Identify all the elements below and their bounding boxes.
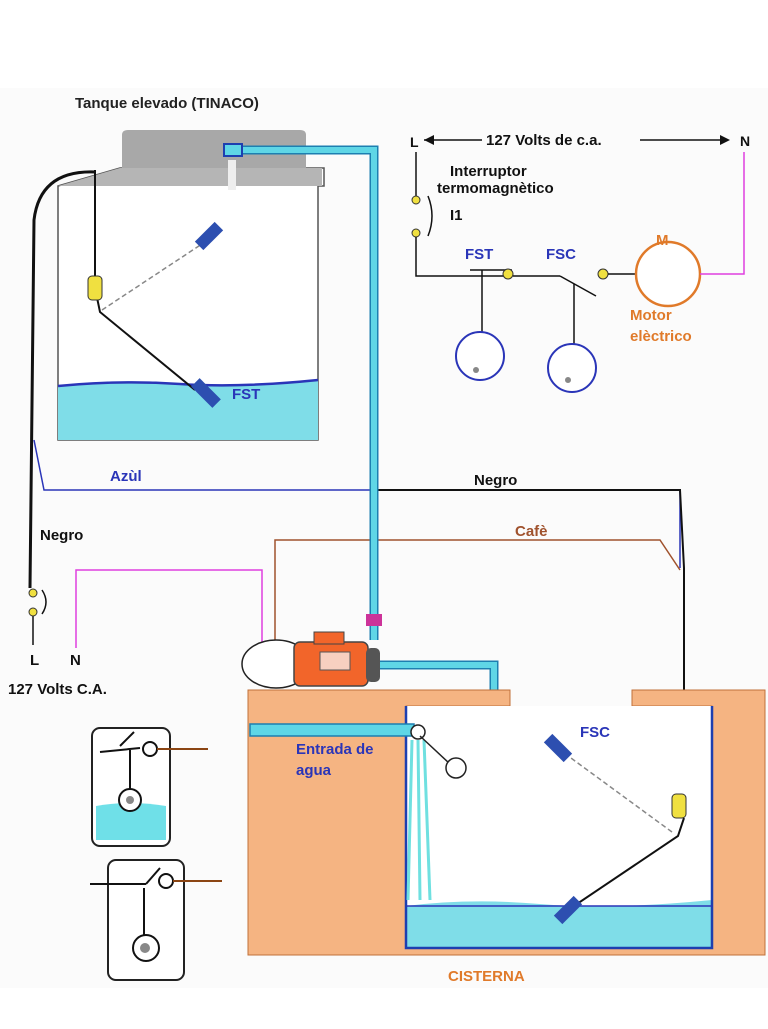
tank-float-switch: FST [87, 170, 260, 408]
cistern-float-raised [543, 733, 573, 763]
breaker-contact-bottom [411, 228, 421, 238]
fsc-contact-blade [559, 275, 597, 297]
switch-contact-top [28, 588, 38, 598]
state-1-pivot [142, 741, 158, 757]
pump-coupling [366, 648, 380, 682]
entrada-label-1: Entrada de [296, 741, 374, 758]
tank-title: Tanque elevado (TINACO) [75, 95, 259, 112]
state-1-contact [99, 747, 141, 753]
sch-N-label: N [740, 133, 750, 149]
fst-float-weight [473, 367, 479, 373]
motor-m-label: M [656, 232, 669, 249]
wire-negro-left [28, 170, 96, 589]
cistern-float-dashed-path [559, 749, 673, 833]
voltage-arrowhead-right [720, 135, 730, 145]
motor-terminal-box [313, 631, 345, 645]
cistern: Entrada de agua FSC CISTERNA [247, 689, 766, 985]
motor-symbol [634, 240, 702, 308]
voltage-arrowhead-left [424, 135, 434, 145]
wire-pink-motor [75, 569, 263, 648]
wires [28, 170, 685, 800]
motor-plate [319, 651, 351, 671]
inlet-float-ball [445, 757, 467, 779]
state-2-weight [140, 943, 150, 953]
electrical-schematic: L N 127 Volts de c.a. Interruptor termom… [410, 132, 750, 393]
state-1-blade [119, 731, 135, 747]
fst-contact-point [502, 268, 514, 280]
inlet-stream [406, 739, 432, 901]
switch-state-open [90, 859, 222, 981]
negro-left-label: Negro [40, 527, 83, 544]
state-box-2 [107, 859, 185, 981]
wire-cafe [274, 539, 681, 648]
wire-azul [33, 439, 681, 568]
sch-fst-label: FST [465, 246, 493, 263]
interruptor-label-1: Interruptor [450, 163, 527, 180]
negro-top-label: Negro [474, 472, 517, 489]
inlet-float-arm [419, 735, 451, 765]
cistern-inner-outline [404, 706, 714, 950]
state-1-water [96, 803, 166, 840]
cistern-fsc-label: FSC [580, 724, 610, 741]
fsc-contact-point [597, 268, 609, 280]
switch-contact-bottom [28, 607, 38, 617]
motor-label-2: elèctrico [630, 328, 692, 345]
cistern-float-cable [567, 817, 685, 911]
tank-body [57, 167, 325, 441]
sch-line-to-fst [415, 237, 505, 277]
tank-water-surface [57, 378, 319, 388]
elevated-tank [57, 130, 325, 441]
supply-volts-label: 127 Volts C.A. [8, 681, 107, 698]
wire-negro-right [370, 489, 685, 800]
fst-float [455, 331, 505, 381]
tank-fst-label: FST [232, 386, 260, 403]
inlet-pipe [249, 723, 415, 737]
sch-volts-label: 127 Volts de c.a. [486, 132, 602, 149]
sch-L-label: L [410, 134, 419, 150]
supply-bottom-left: L N 127 Volts C.A. [8, 588, 107, 698]
tank-water [58, 380, 318, 440]
tank-float-dashed-path [101, 235, 215, 311]
pump-motor [241, 631, 380, 689]
sch-line-N [700, 152, 745, 275]
breaker-contact-top [411, 195, 421, 205]
interruptor-label-2: termomagnètico [437, 180, 554, 197]
pipe-tank-outlet [223, 143, 243, 157]
sch-fsc-label: FSC [546, 246, 576, 263]
cistern-switch-body [671, 793, 687, 819]
cisterna-label: CISTERNA [448, 968, 525, 985]
tank-lid [122, 130, 306, 168]
tank-shoulder [58, 168, 322, 186]
cistern-water [406, 900, 712, 948]
fsc-float-weight [565, 377, 571, 383]
azul-label: Azùl [110, 468, 142, 485]
i1-label: I1 [450, 207, 463, 224]
supply-N-label: N [70, 652, 81, 669]
state-2-blade [145, 867, 161, 885]
pipe-valve [366, 614, 382, 626]
switch-state-closed [91, 727, 208, 847]
fsc-float [547, 343, 597, 393]
pipe-up [232, 147, 377, 640]
tank-float-raised [194, 221, 224, 251]
tank-switch-body [87, 275, 103, 301]
switch-lever [41, 589, 47, 615]
breaker-lever [427, 195, 433, 237]
tank-inlet-stream [228, 160, 236, 190]
cistern-float-lowered [553, 895, 583, 925]
tank-float-lowered [191, 378, 221, 408]
supply-L-label: L [30, 652, 39, 669]
cafe-label: Cafè [515, 523, 548, 540]
motor-label-1: Motor [630, 307, 672, 324]
inlet-valve-pivot [410, 724, 426, 740]
state-2-pivot [158, 873, 174, 889]
entrada-label-2: agua [296, 762, 332, 779]
state-1-weight [126, 796, 134, 804]
